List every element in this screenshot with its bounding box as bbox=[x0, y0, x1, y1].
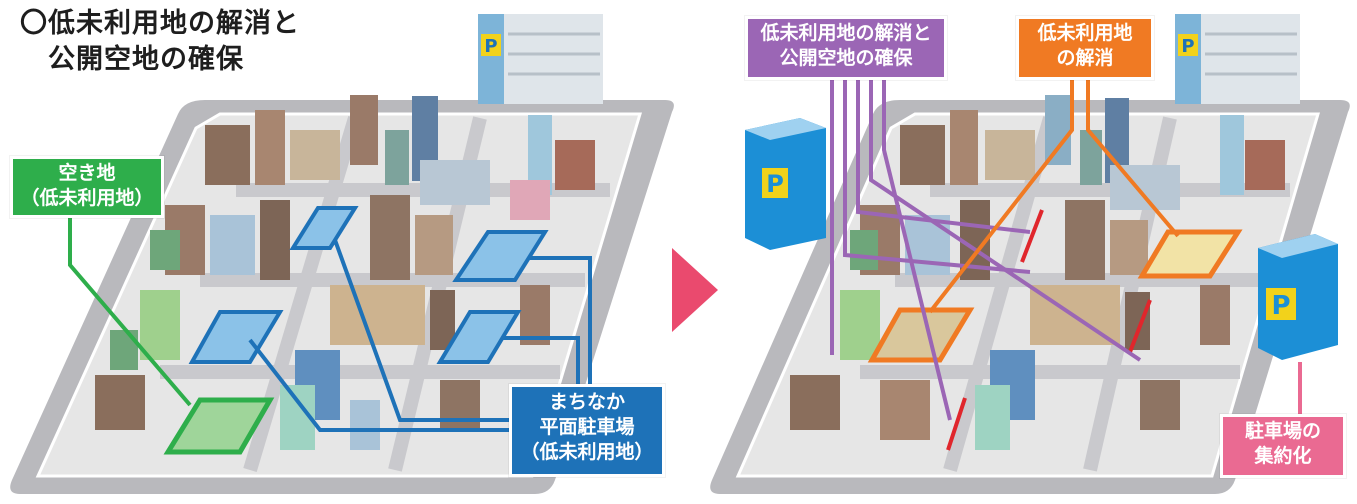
vacant-leader bbox=[68, 212, 192, 407]
after-city: P P P bbox=[710, 14, 1350, 494]
parking-sign-p-4: P bbox=[1271, 291, 1290, 321]
before-buildings bbox=[95, 95, 595, 450]
callout-purple-line-2: 公開空地の確保 bbox=[779, 47, 913, 69]
before-parking-garage: P bbox=[478, 14, 603, 104]
callout-orange-line-2: の解消 bbox=[1056, 47, 1114, 69]
red-curbs bbox=[946, 209, 1152, 451]
consolidated-parking-left: P bbox=[745, 118, 826, 250]
callout-parking-line-2: 平面駐車場 bbox=[539, 416, 635, 438]
callout-pink-line-1: 駐車場の bbox=[1244, 420, 1321, 442]
callout-resolve-open-space: 低未利用地の解消と 公開空地の確保 bbox=[745, 16, 947, 80]
callout-resolve-lot: 低未利用地 の解消 bbox=[1016, 16, 1154, 80]
vacant-lot bbox=[163, 397, 275, 455]
after-parking-garage-top: P bbox=[1175, 14, 1300, 104]
parking-leaders bbox=[248, 239, 592, 432]
callout-parking-line-3: （低未利用地） bbox=[520, 441, 654, 463]
redeveloped-lot bbox=[1137, 229, 1243, 279]
title-line-1: 〇低未利用地の解消と bbox=[20, 8, 300, 39]
callout-parking-consolidation: 駐車場の 集約化 bbox=[1220, 414, 1346, 478]
parking-sign-p-2: P bbox=[1181, 36, 1194, 57]
callout-vacant-line-2: （低未利用地） bbox=[20, 187, 154, 209]
callout-vacant-line-1: 空き地 bbox=[58, 162, 116, 184]
callout-vacant-land: 空き地 （低未利用地） bbox=[10, 156, 164, 218]
callout-flat-parking: まちなか 平面駐車場 （低未利用地） bbox=[509, 384, 665, 477]
title-line-2: 公開空地の確保 bbox=[48, 44, 244, 75]
orange-leaders bbox=[928, 74, 1180, 314]
callout-pink-line-2: 集約化 bbox=[1254, 445, 1312, 467]
purple-leaders bbox=[830, 74, 1142, 421]
diagram-title: 〇低未利用地の解消と 公開空地の確保 bbox=[20, 6, 300, 78]
consolidated-parking-right: P bbox=[1258, 234, 1338, 360]
transition-arrow-icon bbox=[672, 248, 718, 332]
callout-parking-line-1: まちなか bbox=[548, 391, 625, 413]
plaza-open-space bbox=[867, 307, 975, 363]
callout-purple-line-1: 低未利用地の解消と bbox=[760, 22, 932, 44]
parking-sign-p-1: P bbox=[484, 36, 497, 57]
callout-orange-line-1: 低未利用地 bbox=[1037, 22, 1133, 44]
after-buildings bbox=[790, 95, 1285, 450]
flat-parking-lots bbox=[188, 206, 549, 364]
parking-sign-p-3: P bbox=[766, 170, 784, 198]
before-city: P bbox=[10, 14, 674, 494]
